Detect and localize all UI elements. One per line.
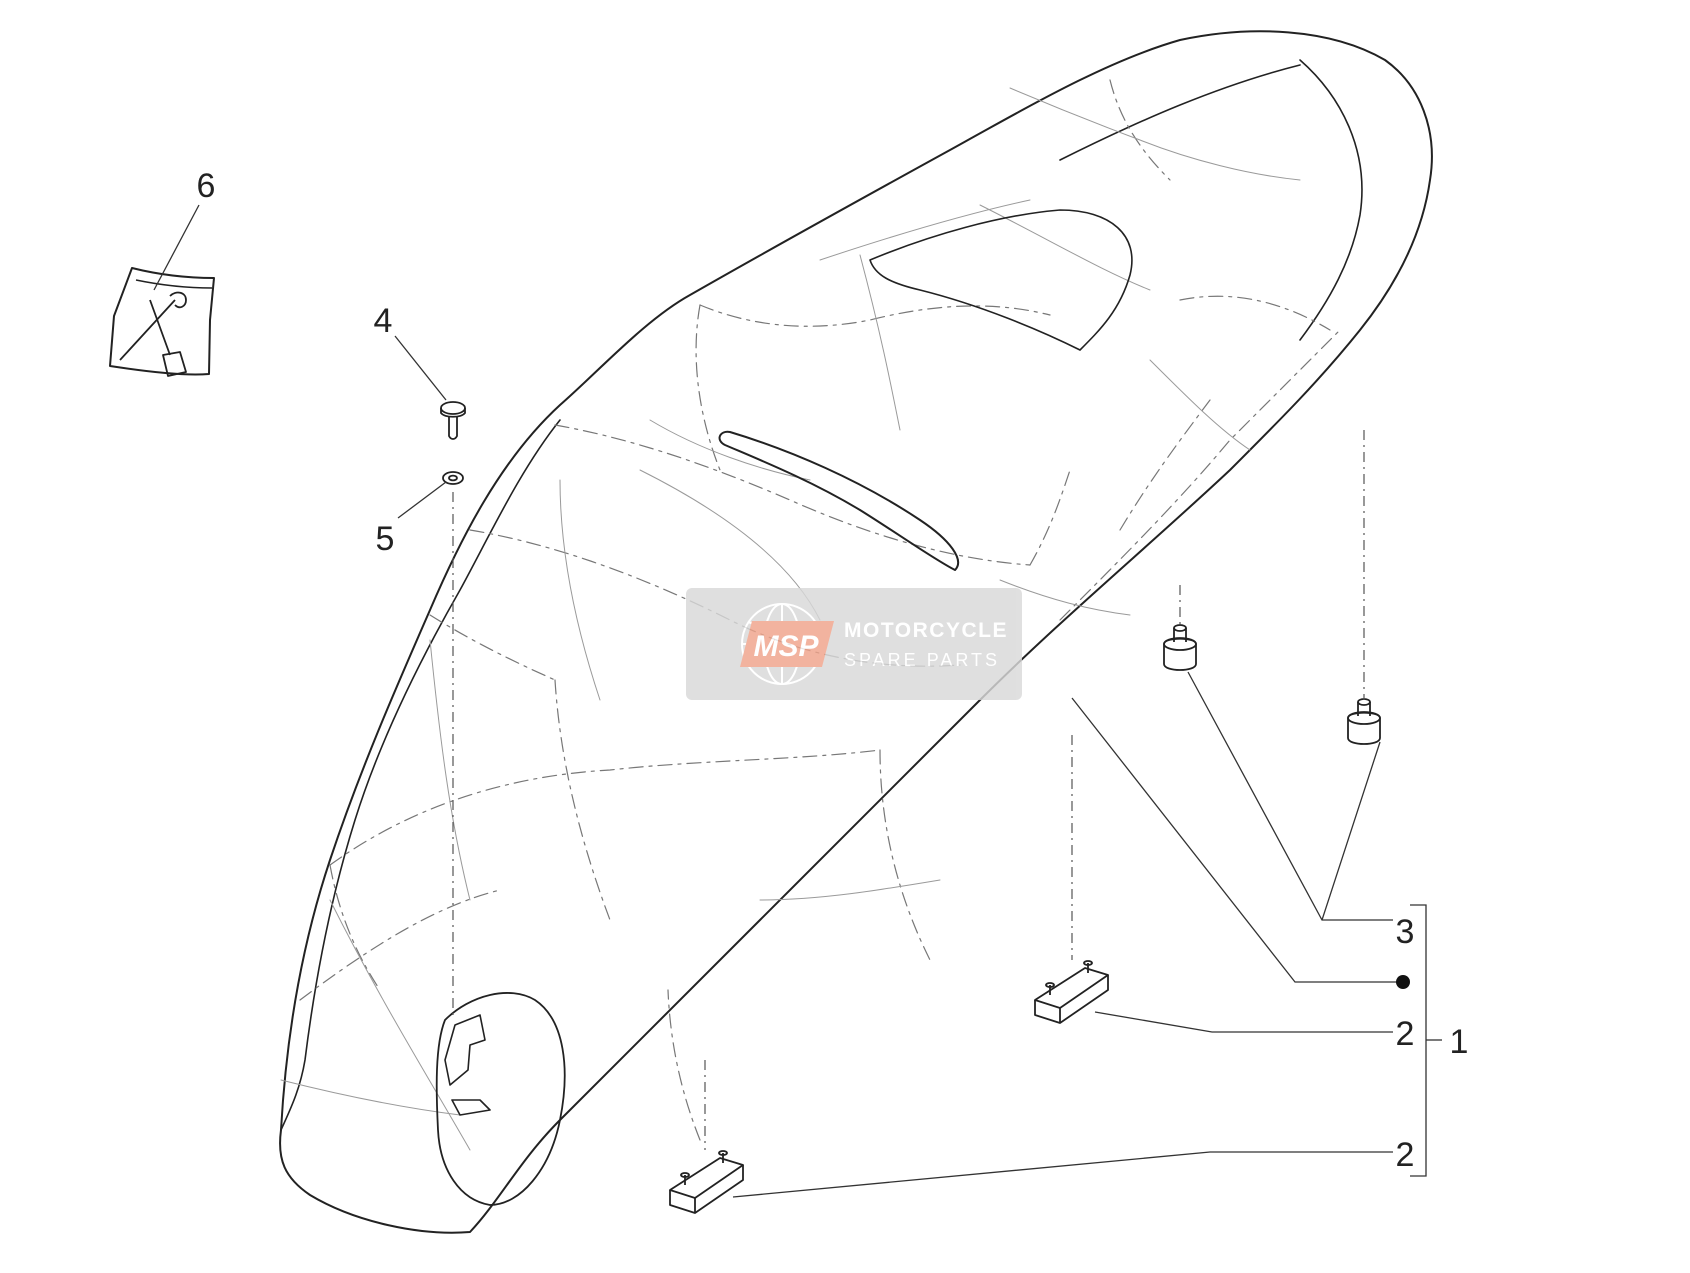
callout-2a: 2: [1396, 1015, 1415, 1053]
rubber-pad-1: [1034, 960, 1109, 1024]
seat-lock-recess: [435, 992, 566, 1206]
washer: [442, 471, 464, 485]
seat-strap: [718, 430, 960, 571]
assembly-dot: [1396, 975, 1410, 989]
callout-5: 5: [376, 520, 395, 558]
screwdriver-icon: [149, 299, 187, 377]
leader-lines: [153, 204, 1442, 1198]
assembly-lines: [452, 430, 1365, 1150]
leader-5: [397, 481, 447, 519]
tool-kit-bag: [109, 267, 215, 377]
leader-1-dot: [1071, 697, 1398, 983]
watermark-background: [686, 588, 1022, 700]
callout-3: 3: [1396, 913, 1415, 951]
rubber-buffer-2: [1347, 698, 1381, 745]
callout-2b: 2: [1396, 1136, 1415, 1174]
leader-4: [394, 335, 447, 401]
rubber-buffer-1: [1163, 624, 1197, 671]
leader-6: [153, 204, 200, 291]
wrench-icon: [119, 291, 187, 361]
leader-2b: [732, 1151, 1393, 1198]
seat-lock-latch: [444, 1014, 491, 1116]
callout-6: 6: [197, 167, 216, 205]
seat-panel-lines: [280, 87, 1301, 1151]
leader-3: [1187, 671, 1393, 921]
watermark-logo-badge: [740, 621, 834, 667]
watermark: MSP MOTORCYCLE SPARE PARTS: [686, 588, 1022, 700]
screw: [440, 401, 466, 440]
leader-2a: [1094, 1011, 1393, 1033]
seat-front-edge: [1299, 59, 1363, 341]
watermark-logo: MSP: [753, 630, 819, 663]
seat-backrest-pad: [869, 209, 1133, 351]
rubber-pad-2: [669, 1150, 744, 1214]
callout-1: 1: [1450, 1023, 1469, 1061]
watermark-subtitle: SPARE PARTS: [844, 650, 1000, 670]
seat-top-ridge: [1059, 64, 1301, 161]
watermark-title: MOTORCYCLE: [844, 619, 1008, 642]
seat-outline: [279, 30, 1433, 1234]
callout-4: 4: [374, 302, 393, 340]
seat-side-edge: [280, 419, 561, 1131]
